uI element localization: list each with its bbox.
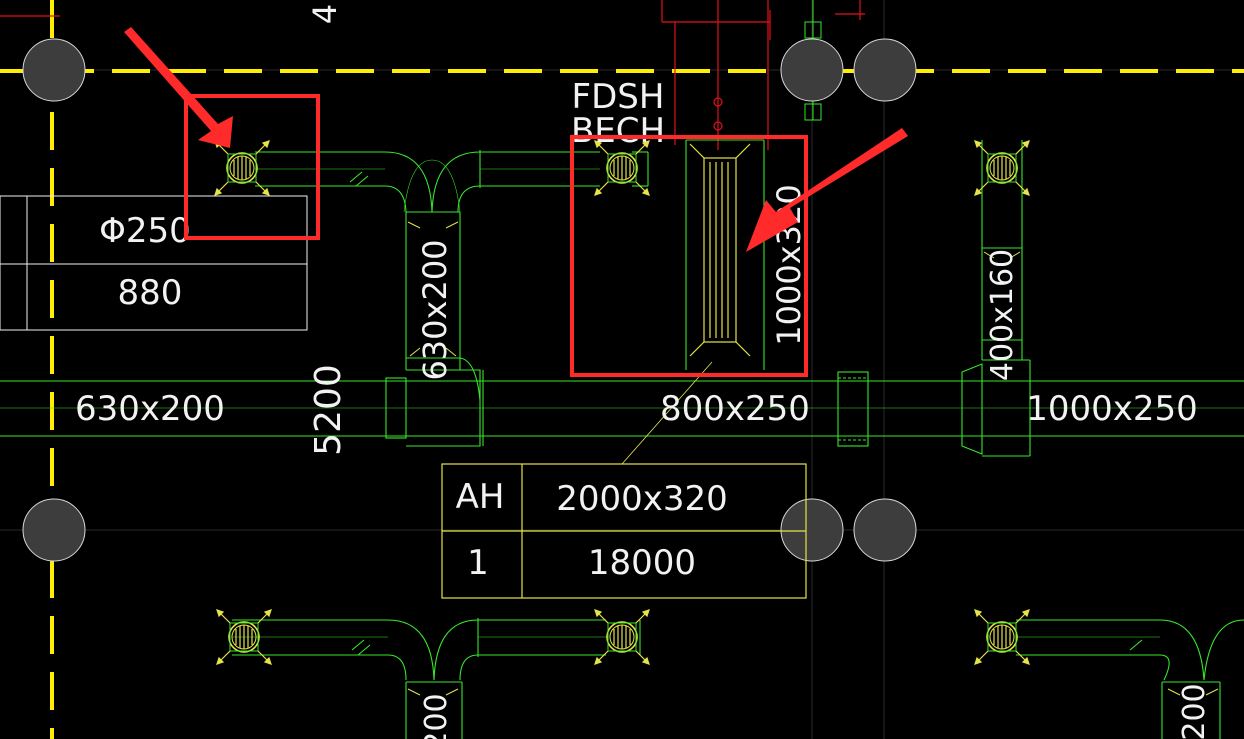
annotation-box-left: [184, 94, 320, 240]
left-tag-flow: 880: [118, 273, 183, 313]
dimension-5200: 5200: [308, 364, 349, 456]
left-tag-size: Φ250: [99, 211, 191, 251]
red-arrow-icon: [746, 128, 908, 252]
axis-number: 4: [306, 4, 344, 24]
red-pipes[interactable]: [0, 0, 865, 150]
label-vertical-400x160: 400x160: [985, 249, 1020, 381]
leader-line: [621, 361, 713, 465]
column: [22, 498, 86, 562]
duct-network[interactable]: [0, 139, 1244, 739]
linear-grille-icon[interactable]: [689, 143, 751, 357]
duct-label-mid: 800x250: [660, 389, 810, 429]
column: [22, 38, 86, 102]
column: [780, 38, 844, 102]
ah-tag-table[interactable]: [441, 463, 807, 599]
annotation-box-right: [570, 135, 808, 377]
tag-flow: 18000: [588, 543, 696, 583]
column: [853, 498, 917, 562]
red-arrow-icon: [124, 27, 233, 148]
duct-label-right: 1000x250: [1026, 389, 1198, 429]
column: [780, 498, 844, 562]
structural-columns[interactable]: [22, 38, 917, 562]
annotation-boxes[interactable]: [184, 94, 808, 377]
left-tag-table[interactable]: [0, 195, 308, 331]
column: [853, 38, 917, 102]
tag-size: 2000x320: [556, 479, 728, 519]
label-vertical-630x200: 630x200: [416, 239, 454, 380]
label-fdsh: FDSH: [572, 77, 665, 117]
label-bottom-right-vertical: 200: [1177, 683, 1212, 739]
tag-count: 1: [467, 543, 489, 583]
label-bottom-left-vertical: 200: [419, 693, 454, 739]
tag-type: AH: [456, 477, 505, 517]
label-bech: BECH: [571, 111, 665, 151]
duct-label-left: 630x200: [75, 389, 225, 429]
